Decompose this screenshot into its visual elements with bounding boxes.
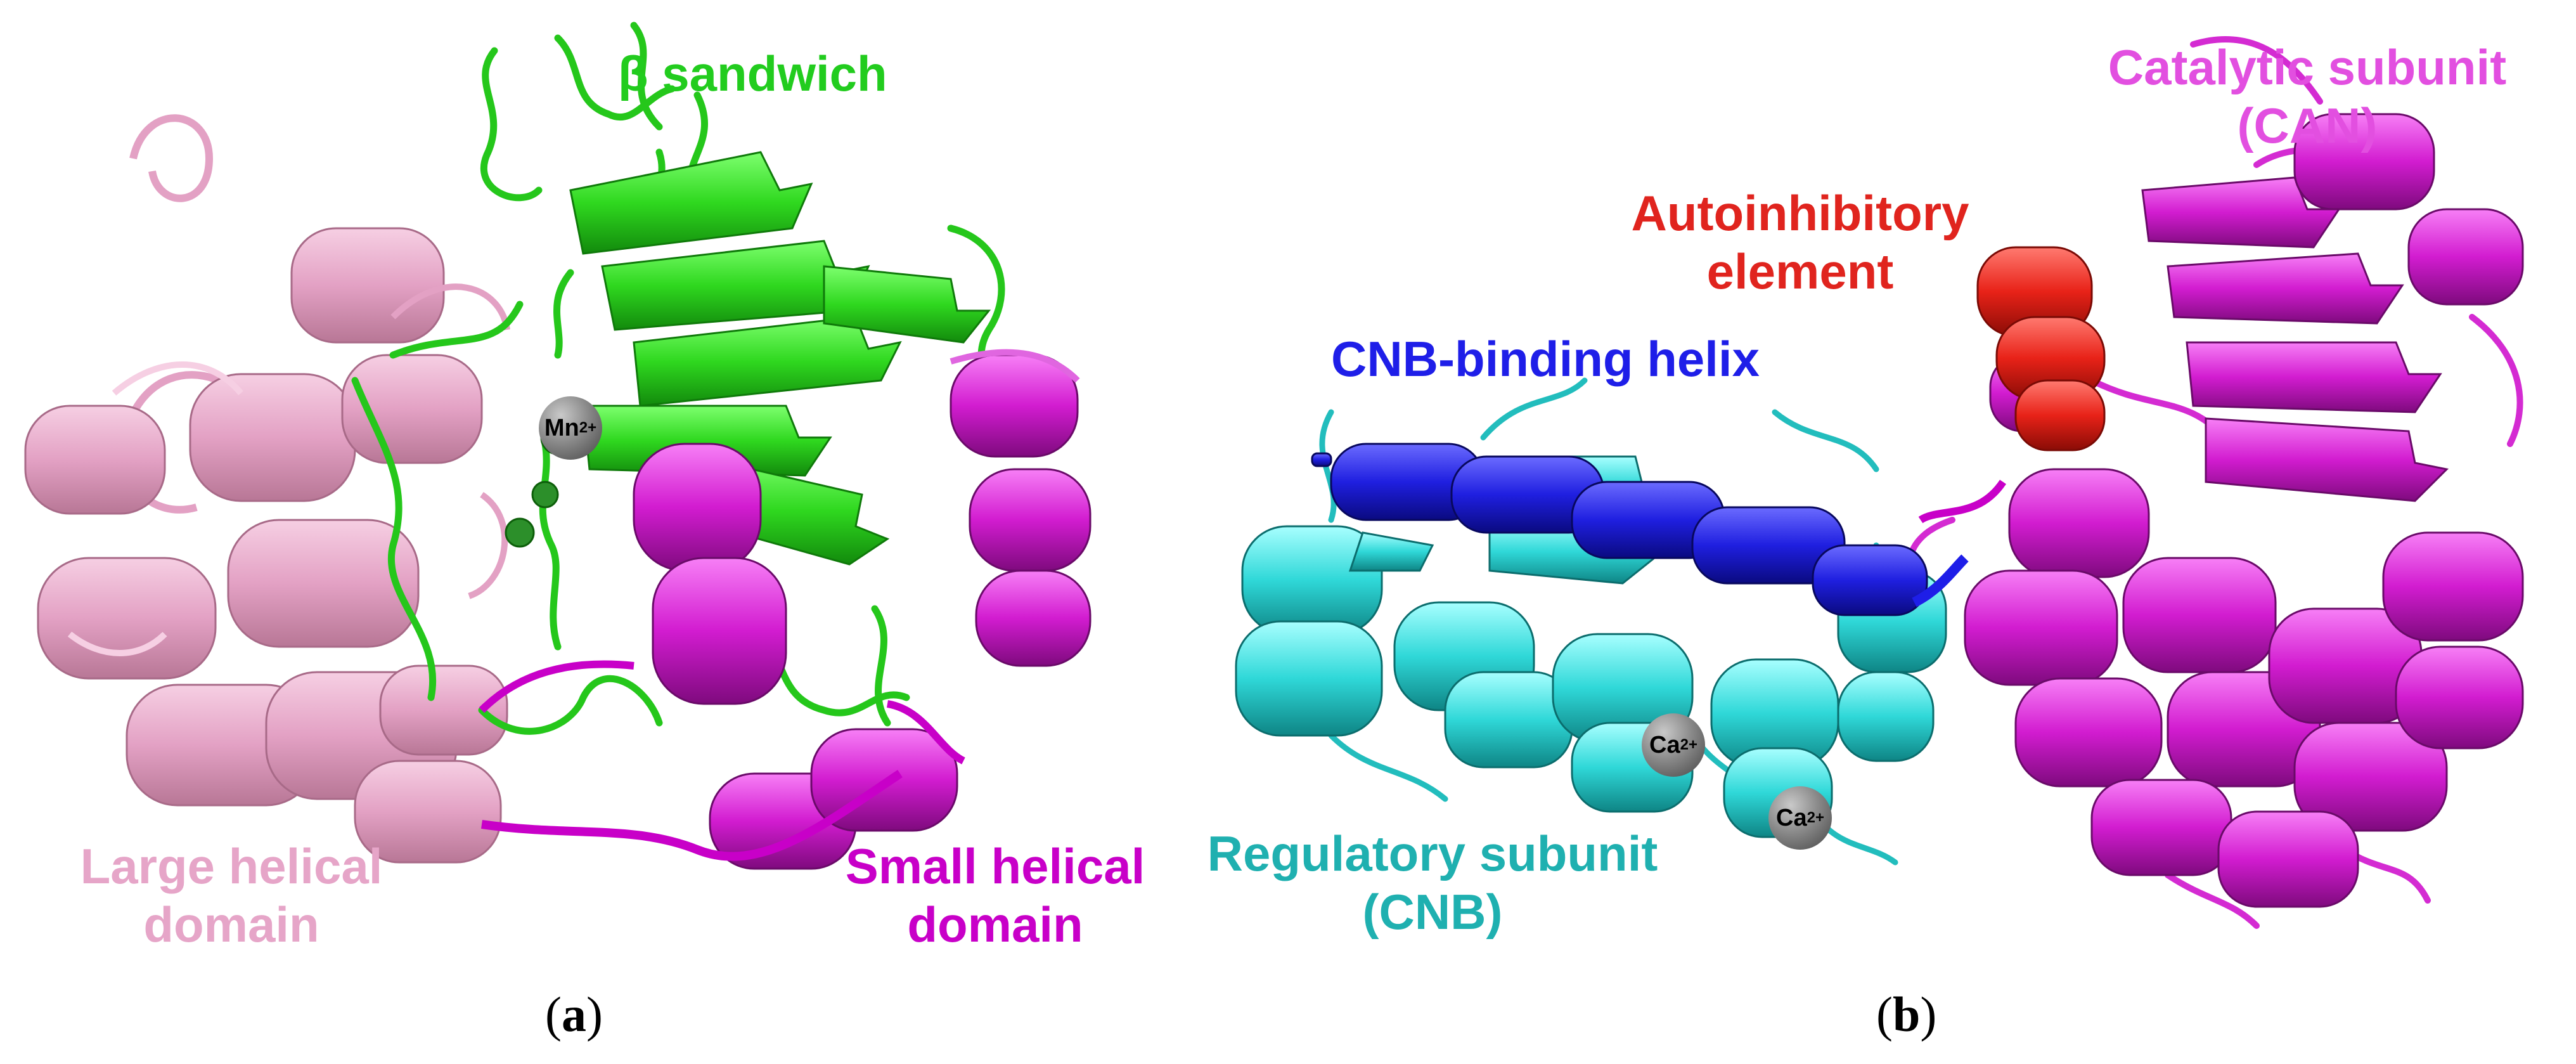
cnb-binding-helix <box>1311 443 1969 616</box>
small-helical-domain <box>479 349 1092 870</box>
large-helical-domain-label-line1: Large helical <box>80 838 383 894</box>
ca-ion-symbol-2: Ca <box>1776 804 1807 831</box>
ca-ion-charge-1: 2+ <box>1680 736 1697 753</box>
catalytic-subunit-label: Catalytic subunit (CAN) <box>2066 38 2548 155</box>
panel-a-structure <box>24 22 1092 870</box>
small-helical-domain-label-line1: Small helical <box>845 838 1145 894</box>
beta-sandwich-label: β sandwich <box>618 46 887 101</box>
catalytic-subunit <box>1906 36 2524 929</box>
mn-ion-symbol: Mn <box>544 414 579 441</box>
ca-ion-charge-2: 2+ <box>1806 809 1824 826</box>
cnb-binding-helix-label: CNB-binding helix <box>1331 331 1760 387</box>
mn-ion-charge: 2+ <box>579 419 597 436</box>
small-helical-domain-label: Small helical domain <box>818 837 1173 954</box>
large-helical-domain-label-line2: domain <box>143 897 319 953</box>
panel-a-caption-letter: a <box>561 987 586 1042</box>
catalytic-subunit-label-line1: Catalytic subunit <box>2108 39 2507 95</box>
regulatory-subunit-label: Regulatory subunit (CNB) <box>1192 824 1673 941</box>
regulatory-subunit-label-line1: Regulatory subunit <box>1207 826 1658 881</box>
autoinhibitory-element-label-line2: element <box>1706 243 1894 300</box>
panel-b-structure <box>1235 36 2524 929</box>
autoinhibitory-element <box>1976 246 2106 451</box>
autoinhibitory-element-label: Autoinhibitory element <box>1610 184 1990 301</box>
large-helical-domain <box>24 114 510 864</box>
small-helical-domain-label-line2: domain <box>907 897 1083 953</box>
panel-b-caption-letter: b <box>1892 987 1921 1042</box>
large-helical-domain-label: Large helical domain <box>54 837 409 954</box>
regulatory-subunit-label-line2: (CNB) <box>1362 884 1503 940</box>
panel-a-caption: (a) <box>545 987 603 1042</box>
autoinhibitory-element-label-line1: Autoinhibitory <box>1631 185 1969 241</box>
catalytic-subunit-label-line2: (CAN) <box>2237 98 2378 154</box>
ca-ion-symbol-1: Ca <box>1649 731 1680 758</box>
panel-b-caption: (b) <box>1876 987 1937 1042</box>
